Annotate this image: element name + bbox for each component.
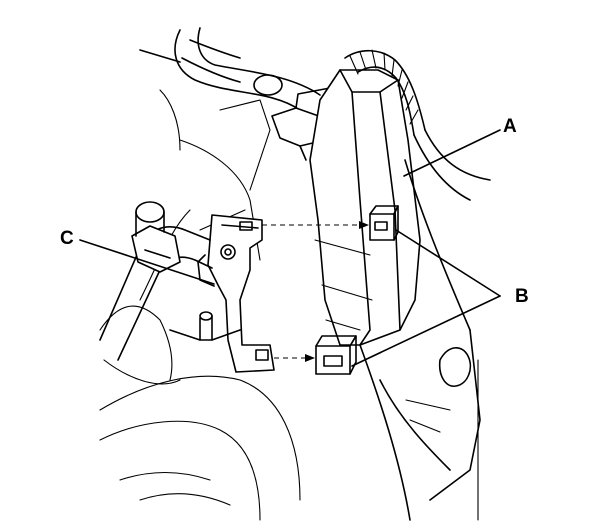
- clip-b-lower: [315, 335, 357, 375]
- component-a-unit: [309, 69, 421, 346]
- leader-line-b-upper: [395, 229, 501, 297]
- pin-post: [169, 311, 241, 341]
- leader-line-c: [79, 239, 215, 285]
- callout-label-b: B: [515, 286, 529, 307]
- clip-b-upper: [369, 205, 399, 241]
- lower-hose: [99, 201, 213, 361]
- callout-label-c: C: [60, 228, 74, 249]
- callout-label-a: A: [503, 116, 517, 137]
- upper-hose: [139, 27, 321, 111]
- side-panel: [359, 159, 481, 521]
- alignment-arrows: [262, 221, 369, 362]
- background-body-outline: [99, 89, 301, 521]
- leader-line-b-lower: [351, 295, 501, 367]
- leader-lines: [79, 129, 501, 367]
- bracket-c: [197, 214, 275, 373]
- wire-harness: [344, 49, 491, 201]
- leader-line-a: [403, 129, 501, 177]
